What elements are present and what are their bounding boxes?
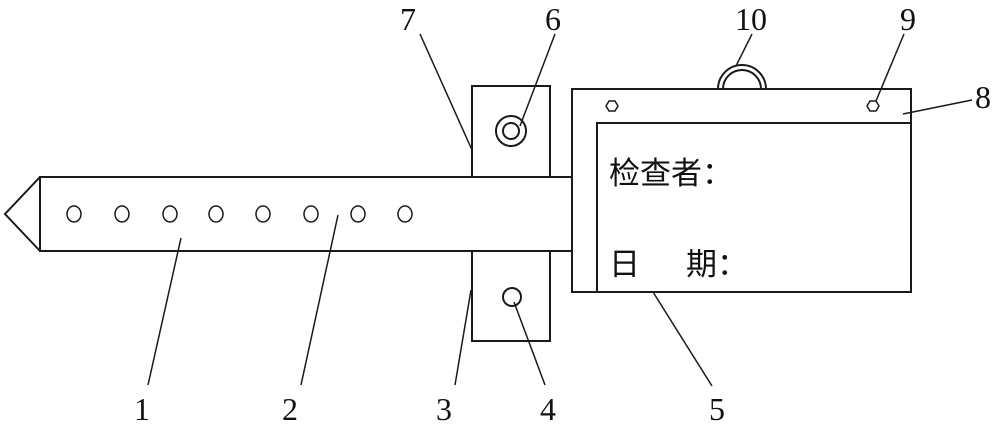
card-date-label-a: 日: [609, 247, 640, 283]
ring-inner: [722, 69, 762, 90]
rod-hole: [350, 205, 366, 223]
clamp-block-lower: [471, 250, 551, 342]
label-10: 10: [735, 1, 767, 37]
rod-hole: [255, 205, 271, 223]
pin-circle: [502, 287, 522, 307]
rod-holes: [66, 205, 413, 223]
label-3: 3: [436, 391, 452, 427]
leader-lines: [147, 33, 973, 387]
screw-left: [605, 100, 619, 112]
rod: [39, 176, 573, 252]
bolt-inner-circle: [502, 122, 520, 140]
ring-outer: [717, 64, 767, 90]
card-frame: [571, 88, 912, 293]
rod-hole: [303, 205, 319, 223]
rod-hole: [208, 205, 224, 223]
label-5: 5: [709, 391, 725, 427]
rod-hole: [114, 205, 130, 223]
label-7: 7: [400, 1, 416, 37]
label-2: 2: [282, 391, 298, 427]
clamp-block-upper: [471, 85, 551, 178]
card-inspector-label: 检查者：: [609, 156, 733, 192]
card-insert: [596, 122, 911, 292]
label-9: 9: [900, 1, 916, 37]
label-1: 1: [134, 391, 150, 427]
rod-hole: [66, 205, 82, 223]
label-6: 6: [545, 1, 561, 37]
label-8: 8: [975, 79, 991, 115]
rod-tip: [3, 176, 41, 252]
rod-hole: [162, 205, 178, 223]
bolt-outer-circle: [495, 115, 527, 147]
rod-hole: [397, 205, 413, 223]
label-4: 4: [540, 391, 556, 427]
card-date-label-b: 期：: [686, 247, 748, 283]
screw-right: [866, 100, 880, 112]
